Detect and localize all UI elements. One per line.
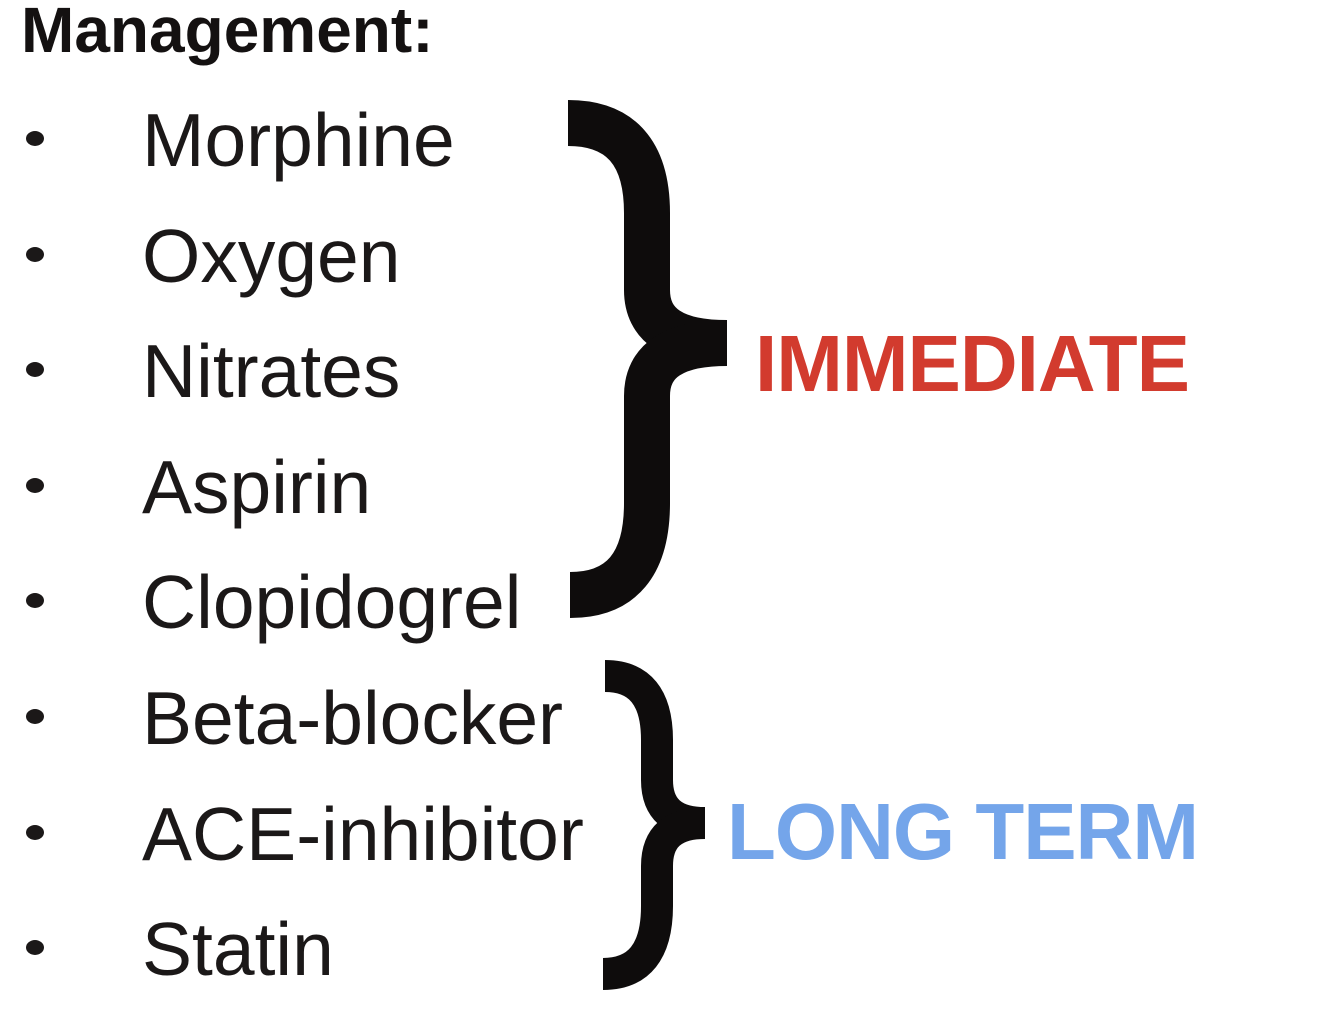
- list-item-label: Morphine: [142, 98, 455, 182]
- list-item: Nitrates: [0, 334, 760, 429]
- bullet-icon: [26, 709, 44, 724]
- bullet-icon: [26, 593, 44, 609]
- list-item-label: Aspirin: [142, 444, 372, 529]
- bullet-icon: [26, 477, 44, 493]
- list-item-label: Nitrates: [142, 329, 401, 414]
- immediate-group-brace-icon: [567, 100, 728, 618]
- long-term-group-brace-icon: [602, 660, 706, 990]
- group-label-long-term: LONG TERM: [727, 787, 1199, 876]
- list-item: Morphine: [0, 103, 760, 198]
- bullet-icon: [26, 824, 44, 840]
- bullet-icon: [26, 131, 44, 146]
- list-item-label: Oxygen: [142, 213, 401, 298]
- list-item-label: Statin: [142, 907, 334, 992]
- list-item-label: Clopidogrel: [142, 560, 522, 645]
- list-item: Beta-blocker: [0, 681, 760, 776]
- list-item-label: Beta-blocker: [142, 676, 564, 760]
- bullet-icon: [26, 940, 44, 956]
- bullet-icon: [26, 246, 44, 262]
- slide-title: Management:: [21, 0, 434, 66]
- bullet-icon: [26, 362, 44, 378]
- list-item: ACE-inhibitor: [0, 791, 760, 892]
- group-label-immediate: IMMEDIATE: [755, 319, 1190, 408]
- list-item-label: ACE-inhibitor: [142, 791, 584, 876]
- list-item: Clopidogrel: [0, 565, 760, 660]
- list-item: Oxygen: [0, 213, 760, 314]
- list-item: Aspirin: [0, 444, 760, 545]
- list-item: Statin: [0, 912, 760, 1007]
